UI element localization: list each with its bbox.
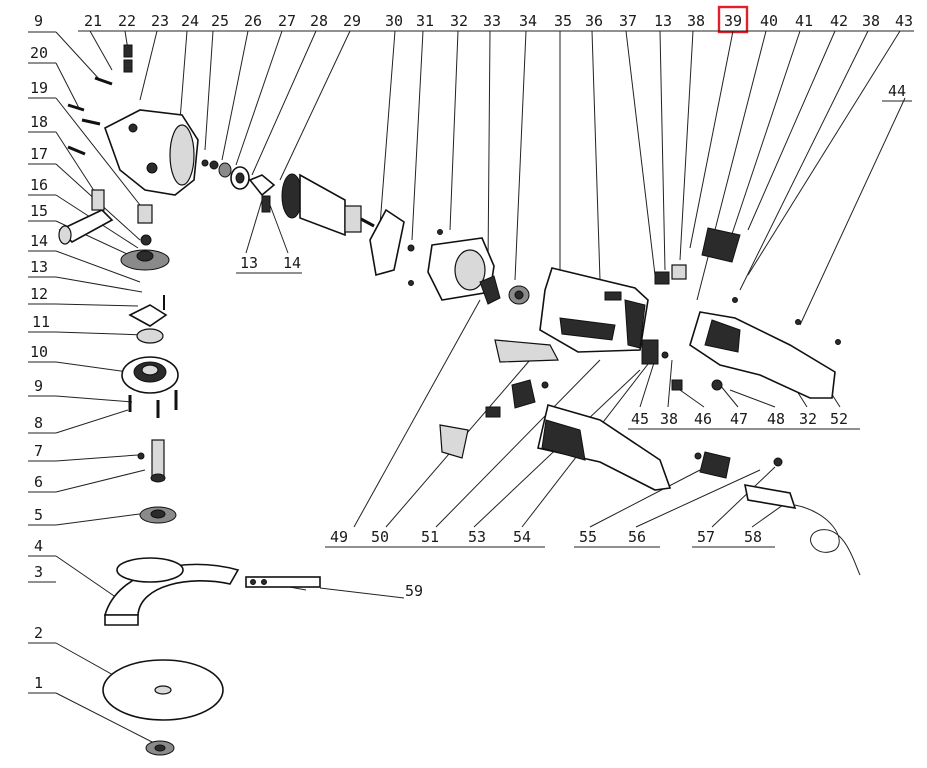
callout-label: 15 xyxy=(30,202,48,220)
callout-label: 7 xyxy=(34,442,43,460)
bearings-row xyxy=(201,159,276,213)
callout-label: 13 xyxy=(240,254,258,272)
callout-label: 38 xyxy=(660,410,678,428)
callout-label: 6 xyxy=(34,473,43,491)
fan-ring xyxy=(369,208,443,286)
callout-label: 32 xyxy=(450,12,468,30)
callout-label: 8 xyxy=(34,414,43,432)
callout-label: 14 xyxy=(30,232,48,250)
callout-label: 36 xyxy=(585,12,603,30)
cord-assembly xyxy=(694,451,861,576)
callout-label: 30 xyxy=(385,12,403,30)
callout-label: 49 xyxy=(330,528,348,546)
callout-label: 18 xyxy=(30,113,48,131)
gear-stack xyxy=(120,234,179,418)
callout-label: 31 xyxy=(416,12,434,30)
callout-label: 24 xyxy=(181,12,199,30)
brush-parts-mid xyxy=(439,339,559,459)
top-callout-labels: 21 22 23 24 25 26 27 28 29 30 31 32 33 3… xyxy=(84,12,913,30)
motor-bearing xyxy=(508,285,530,305)
spindle-lock-button xyxy=(58,189,153,245)
callout-label: 26 xyxy=(244,12,262,30)
callout-label: 4 xyxy=(34,537,43,555)
callout-label: 42 xyxy=(830,12,848,30)
callout-label: 21 xyxy=(84,12,102,30)
callout-label: 40 xyxy=(760,12,778,30)
callout-label: 57 xyxy=(697,528,715,546)
switch-plate xyxy=(701,227,841,345)
part-44-screw: 44 xyxy=(882,82,912,102)
callout-label: 58 xyxy=(744,528,762,546)
callout-label: 22 xyxy=(118,12,136,30)
callout-label: 17 xyxy=(30,145,48,163)
spindle xyxy=(137,439,177,524)
callout-label: 34 xyxy=(519,12,537,30)
part-59-wrench: 59 xyxy=(245,576,423,600)
left-underlines xyxy=(28,31,56,694)
callout-label: 33 xyxy=(483,12,501,30)
callout-label: 43 xyxy=(895,12,913,30)
callout-label: 29 xyxy=(343,12,361,30)
bottom-row-labels: 49 50 51 53 54 55 56 57 58 xyxy=(325,528,775,548)
callout-label: 1 xyxy=(34,674,43,692)
callout-label: 50 xyxy=(371,528,389,546)
callout-label: 38 xyxy=(687,12,705,30)
left-callout-labels: 9 20 19 18 17 16 15 14 13 12 11 10 9 8 7… xyxy=(30,12,50,692)
callout-label: 16 xyxy=(30,176,48,194)
callout-label: 54 xyxy=(513,528,531,546)
callout-label: 41 xyxy=(795,12,813,30)
wheel-guard xyxy=(103,557,240,626)
callout-label: 13 xyxy=(654,12,672,30)
callout-label: 46 xyxy=(694,410,712,428)
callout-label-highlighted: 39 xyxy=(724,12,742,30)
leader-lines xyxy=(55,30,906,746)
callout-label: 3 xyxy=(34,563,43,581)
callout-label: 48 xyxy=(767,410,785,428)
callout-label: 9 xyxy=(34,377,43,395)
screws-top-left xyxy=(67,44,133,156)
rear-handle-left xyxy=(537,403,672,491)
callout-label: 13 xyxy=(30,258,48,276)
rear-handle-right xyxy=(689,311,836,399)
callout-label: 52 xyxy=(830,410,848,428)
callout-label: 38 xyxy=(862,12,880,30)
callout-label: 45 xyxy=(631,410,649,428)
callout-label: 27 xyxy=(278,12,296,30)
callout-label: 44 xyxy=(888,82,906,100)
callout-label: 2 xyxy=(34,624,43,642)
callout-label: 11 xyxy=(32,313,50,331)
mid-row-labels: 45 38 46 47 48 32 52 xyxy=(628,410,860,430)
callout-label: 20 xyxy=(30,44,48,62)
armature-sub-labels: 13 14 xyxy=(236,199,302,274)
armature xyxy=(281,173,375,237)
callout-label: 23 xyxy=(151,12,169,30)
callout-label: 51 xyxy=(421,528,439,546)
callout-label: 35 xyxy=(554,12,572,30)
callout-label: 25 xyxy=(211,12,229,30)
callout-label: 14 xyxy=(283,254,301,272)
callout-label: 19 xyxy=(30,79,48,97)
callout-label: 9 xyxy=(34,12,43,30)
brush-holders xyxy=(641,264,723,391)
callout-label: 55 xyxy=(579,528,597,546)
callout-label: 47 xyxy=(730,410,748,428)
callout-label: 10 xyxy=(30,343,48,361)
stator xyxy=(427,237,501,305)
callout-label: 12 xyxy=(30,285,48,303)
callout-label: 28 xyxy=(310,12,328,30)
callout-label: 32 xyxy=(799,410,817,428)
gear-head-housing xyxy=(104,109,199,196)
callout-label: 59 xyxy=(405,582,423,600)
grinding-disc xyxy=(102,659,224,756)
callout-label: 5 xyxy=(34,506,43,524)
motor-housing xyxy=(539,267,649,353)
callout-label: 37 xyxy=(619,12,637,30)
callout-label: 53 xyxy=(468,528,486,546)
callout-label: 56 xyxy=(628,528,646,546)
